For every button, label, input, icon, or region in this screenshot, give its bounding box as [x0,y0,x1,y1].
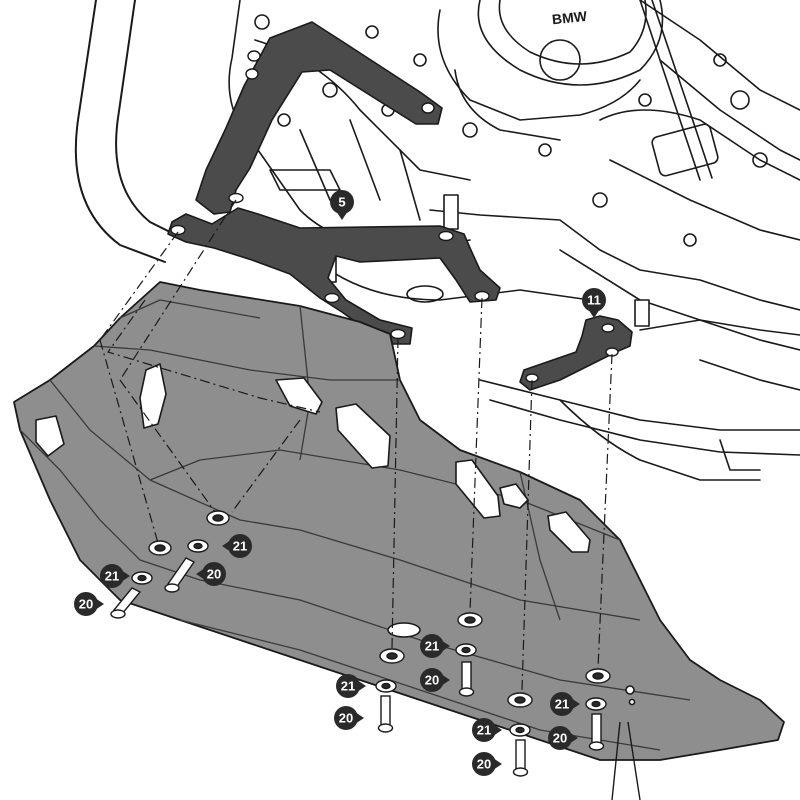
callout-washer: 21 [222,534,252,558]
callout-label: 20 [425,673,439,688]
skid-plate [13,281,785,761]
callout-badge [582,288,606,312]
assembly-lines [99,199,613,691]
callout-label: 21 [555,697,569,712]
callout-label: 20 [79,597,93,612]
callout-washer: 21 [336,674,366,698]
small-bracket [519,315,633,391]
callout-screw: 20 [420,668,450,692]
callout-washer: 21 [100,564,130,588]
main-bracket [167,21,501,345]
callout-bracket: 11 [582,288,606,318]
leader-detail [611,721,641,800]
callout-screw: 20 [548,726,578,750]
callout-label: 21 [425,639,439,654]
callout-badge [228,534,252,558]
callout-badge [420,634,444,658]
callout-badge [334,706,358,730]
callout-screw: 20 [74,592,104,616]
callout-washer: 21 [420,634,450,658]
callout-bracket: 5 [330,190,354,220]
fasteners [110,510,611,777]
callout-label: 21 [233,539,247,554]
callout-badge [74,592,98,616]
callout-label: 20 [553,731,567,746]
callout-badge [548,726,572,750]
callout-washer: 21 [472,718,502,742]
callout-label: 11 [587,293,601,308]
engine-badge-text: BMW [551,8,588,28]
callout-label: 21 [477,723,491,738]
callout-badge [550,692,574,716]
callout-label: 20 [477,757,491,772]
callout-label: 20 [339,711,353,726]
callout-screw: 20 [472,752,502,776]
callout-label: 5 [338,195,345,210]
callout-label: 21 [105,569,119,584]
callout-screw: 20 [334,706,364,730]
callout-badge [330,190,354,214]
callout-badge [472,752,496,776]
callout-badge [336,674,360,698]
callout-badge [100,564,124,588]
callout-badge [202,562,226,586]
callout-screw: 20 [196,562,226,586]
callout-label: 21 [341,679,355,694]
crash-bar-tube [74,0,166,263]
callouts: 5 11 21 20 21 20 21 20 21 20 21 20 21 20 [74,190,606,776]
callout-washer: 21 [550,692,580,716]
callout-badge [472,718,496,742]
frame-rail [479,379,800,431]
callout-badge [420,668,444,692]
engine-line-art [74,0,800,481]
cylinder-cover [477,0,664,86]
callout-label: 20 [207,567,221,582]
